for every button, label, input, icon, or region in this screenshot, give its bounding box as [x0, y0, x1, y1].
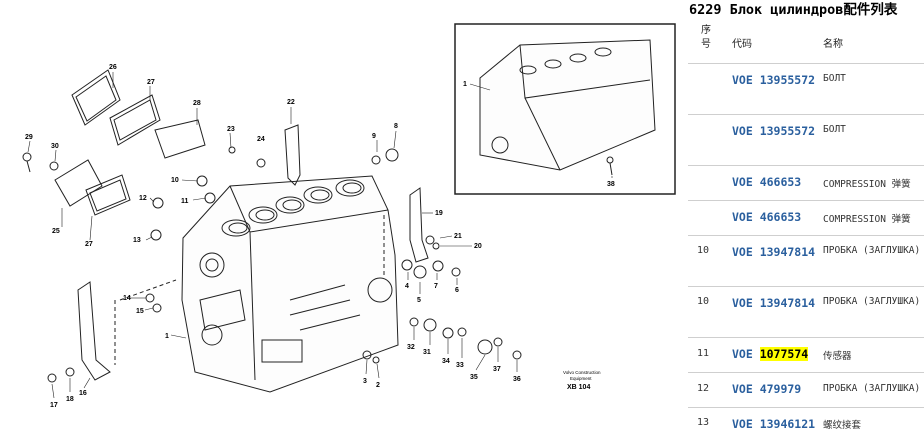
column-header-name: 名称: [823, 39, 843, 50]
part-code-link[interactable]: VOE 13947814: [732, 245, 816, 259]
table-row: VOE 466653 COMPRESSION 弹簧: [688, 165, 924, 200]
page-title: 6229 Блок цилиндров配件列表: [689, 2, 898, 18]
diagram-caption-line2: Equipment: [570, 376, 592, 381]
part-code-link[interactable]: VOE 13946121: [732, 417, 816, 431]
callout-19: 19: [435, 210, 443, 217]
callout-17: 17: [50, 402, 58, 409]
row-seq: 13: [697, 417, 710, 428]
part-code-link[interactable]: VOE 479979: [732, 382, 802, 396]
part-code-link[interactable]: VOE 13947814: [732, 296, 816, 310]
callout-38: 38: [607, 181, 615, 188]
table-row: 12 VOE 479979 ПРОБКА (ЗАГЛУШКА): [688, 372, 924, 407]
callout-4: 4: [405, 283, 409, 290]
callout-6: 6: [455, 287, 459, 294]
callout-8: 8: [394, 123, 398, 130]
table-row: VOE 466653 COMPRESSION 弹簧: [688, 200, 924, 235]
callout-27: 27: [147, 79, 155, 86]
callout-10: 10: [171, 177, 179, 184]
callout-34: 34: [442, 358, 450, 365]
callout-23: 23: [227, 126, 235, 133]
callout-26: 26: [109, 64, 117, 71]
callout-14: 14: [123, 295, 131, 302]
callout-25: 25: [52, 228, 60, 235]
column-header-code: 代码: [732, 39, 752, 50]
callout-22: 22: [287, 99, 295, 106]
part-code-link[interactable]: VOE 1077574: [732, 346, 822, 363]
callout-33: 33: [456, 362, 464, 369]
part-name: COMPRESSION 弹簧: [823, 179, 911, 190]
callout-30: 30: [51, 143, 59, 150]
callout-7: 7: [434, 283, 438, 290]
part-name: COMPRESSION 弹簧: [823, 214, 911, 225]
row-seq: 11: [697, 348, 710, 359]
table-row: VOE 13955572 БОЛТ: [688, 63, 924, 114]
callout-29: 29: [25, 134, 33, 141]
callout-2: 2: [376, 382, 380, 389]
part-name: БОЛТ: [823, 124, 846, 135]
callout-36: 36: [513, 376, 521, 383]
part-code-link[interactable]: VOE 13955572: [732, 124, 816, 138]
callout-1: 1: [165, 333, 169, 340]
row-seq: 12: [697, 383, 710, 394]
part-name: 螺纹接套: [823, 420, 862, 431]
callout-1-inset: 1: [463, 81, 467, 88]
callout-37: 37: [493, 366, 501, 373]
callout-18: 18: [66, 396, 74, 403]
exploded-parts-diagram: 26 27 28 22 23 24 8 9 29 30 10 11 12 25 …: [22, 23, 676, 409]
part-name: ПРОБКА (ЗАГЛУШКА): [823, 245, 921, 256]
callout-12: 12: [139, 195, 147, 202]
callout-5: 5: [417, 297, 421, 304]
diagram-caption-line1: Volvo Construction: [563, 370, 601, 375]
part-code-link[interactable]: VOE 466653: [732, 210, 802, 224]
column-header-seq: 序号: [701, 25, 711, 50]
table-row: 10 VOE 13947814 ПРОБКА (ЗАГЛУШКА): [688, 286, 924, 337]
callout-16: 16: [79, 390, 87, 397]
callout-32: 32: [407, 344, 415, 351]
part-name: ПРОБКА (ЗАГЛУШКА): [823, 296, 921, 307]
table-row: 13 VOE 13946121 螺纹接套: [688, 407, 924, 442]
row-seq: 10: [697, 296, 710, 307]
callout-35: 35: [470, 374, 478, 381]
callout-28: 28: [193, 100, 201, 107]
callout-27b: 27: [85, 241, 93, 248]
part-code-prefix: VOE: [732, 347, 760, 361]
callout-24: 24: [257, 136, 265, 143]
parts-list-panel: 6229 Блок цилиндров配件列表 序号 代码 名称 VOE 139…: [680, 0, 924, 442]
part-name: БОЛТ: [823, 73, 846, 84]
callout-20: 20: [474, 243, 482, 250]
callout-11: 11: [181, 198, 189, 205]
table-row: 10 VOE 13947814 ПРОБКА (ЗАГЛУШКА): [688, 235, 924, 286]
cylinder-block-illustration: 26 27 28 22 23 24 8 9 29 30 10 11 12 25 …: [22, 23, 676, 409]
callout-21: 21: [454, 233, 462, 240]
callout-9: 9: [372, 133, 376, 140]
part-code-link[interactable]: VOE 13955572: [732, 73, 816, 87]
row-seq: 10: [697, 245, 710, 256]
search-highlight: 1077574: [759, 347, 809, 361]
part-name: ПРОБКА (ЗАГЛУШКА): [823, 383, 921, 394]
table-row: VOE 13955572 БОЛТ: [688, 114, 924, 165]
callout-3: 3: [363, 378, 367, 385]
table-row: 11 VOE 1077574 传感器: [688, 337, 924, 372]
callout-13: 13: [133, 237, 141, 244]
diagram-code: XB 104: [567, 384, 590, 391]
part-code-link[interactable]: VOE 466653: [732, 175, 802, 189]
part-name: 传感器: [823, 351, 852, 362]
callout-15: 15: [136, 308, 144, 315]
callout-31: 31: [423, 349, 431, 356]
